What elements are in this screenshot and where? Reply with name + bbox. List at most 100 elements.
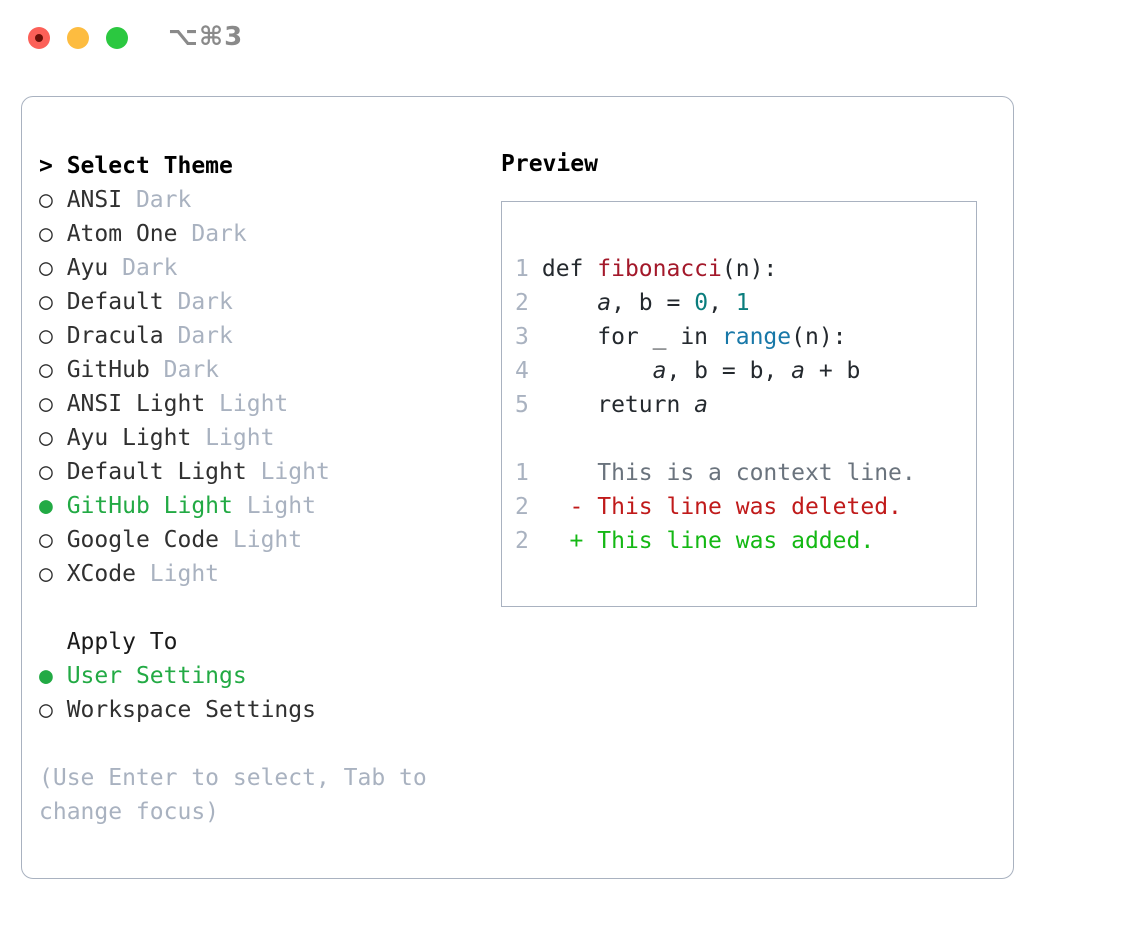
radio-selected-icon: ● (39, 493, 53, 519)
radio-selected-icon: ● (39, 663, 53, 689)
hint-spacer (39, 727, 489, 761)
diff-line-number: 2 (515, 528, 529, 554)
select-theme-heading: > Select Theme (39, 149, 489, 183)
theme-list-item[interactable]: ○ Atom One Dark (39, 217, 489, 251)
diff-line-number: 2 (515, 494, 529, 520)
diff-sample-block: 1 This is a context line. 2 - This line w… (515, 456, 970, 558)
diff-marker (528, 460, 597, 486)
theme-variant-tag: Dark (191, 221, 247, 247)
code-token-plain: (n): (721, 256, 778, 282)
theme-name-label: Google Code (52, 527, 233, 553)
theme-list-item[interactable]: ○ GitHub Dark (39, 353, 489, 387)
code-line-number: 2 (515, 290, 529, 316)
theme-name-label: ANSI Light (52, 391, 220, 417)
code-line: 2 a, b = 0, 1 (515, 286, 970, 320)
theme-name-label: Default (52, 289, 178, 315)
theme-variant-tag: Light (260, 459, 330, 485)
theme-list-item[interactable]: ○ XCode Light (39, 557, 489, 591)
code-token-var: a (694, 392, 709, 418)
theme-variant-tag: Light (246, 493, 316, 519)
close-button[interactable] (28, 27, 50, 49)
radio-unselected-icon: ○ (39, 561, 53, 587)
theme-name-label: XCode (52, 561, 150, 587)
theme-name-label: Dracula (52, 323, 178, 349)
zoom-button[interactable] (106, 27, 128, 49)
theme-list[interactable]: ○ ANSI Dark○ Atom One Dark○ Ayu Dark○ De… (39, 183, 489, 591)
code-token-kw: range (721, 324, 792, 350)
theme-list-item[interactable]: ○ ANSI Dark (39, 183, 489, 217)
code-token-var: a (597, 290, 612, 316)
theme-name-label: Atom One (52, 221, 192, 247)
window-controls (28, 27, 128, 49)
code-diff-spacer (515, 422, 970, 456)
keyboard-shortcut-label: ⌥⌘3 (168, 22, 244, 52)
apply-to-option[interactable]: ● User Settings (39, 659, 489, 693)
theme-name-label: GitHub Light (52, 493, 247, 519)
code-token-plain: (n): (791, 324, 847, 350)
code-token-plain: , (708, 290, 736, 316)
diff-line-text: This is a context line. (597, 460, 916, 486)
theme-list-item[interactable]: ○ Ayu Light Light (39, 421, 489, 455)
theme-list-item[interactable]: ○ Ayu Dark (39, 251, 489, 285)
theme-variant-tag: Light (205, 425, 275, 451)
code-token-fn: fibonacci (597, 256, 722, 282)
preview-heading: Preview (501, 151, 598, 177)
minimize-button[interactable] (67, 27, 89, 49)
theme-list-item[interactable]: ○ Google Code Light (39, 523, 489, 557)
radio-unselected-icon: ○ (39, 289, 53, 315)
theme-list-item[interactable]: ○ Default Light Light (39, 455, 489, 489)
theme-variant-tag: Light (219, 391, 289, 417)
theme-variant-tag: Light (149, 561, 220, 587)
code-line: 4 a, b = b, a + b (515, 354, 970, 388)
apply-to-option[interactable]: ○ Workspace Settings (39, 693, 489, 727)
code-line: 5 return a (515, 388, 970, 422)
radio-unselected-icon: ○ (39, 425, 53, 451)
radio-unselected-icon: ○ (39, 459, 53, 485)
theme-variant-tag: Dark (122, 255, 178, 281)
theme-name-label: Ayu (52, 255, 123, 281)
theme-list-item[interactable]: ○ Dracula Dark (39, 319, 489, 353)
theme-variant-tag: Light (232, 527, 303, 553)
theme-variant-tag: Dark (163, 357, 220, 383)
radio-unselected-icon: ○ (39, 221, 53, 247)
theme-list-item[interactable]: ○ Default Dark (39, 285, 489, 319)
theme-list-item[interactable]: ● GitHub Light Light (39, 489, 489, 523)
code-line-number: 5 (515, 392, 529, 418)
code-line: 3 for _ in range(n): (515, 320, 970, 354)
radio-unselected-icon: ○ (39, 255, 53, 281)
theme-name-label: Ayu Light (52, 425, 206, 451)
theme-variant-tag: Dark (177, 289, 233, 315)
code-line-number: 1 (515, 256, 529, 282)
diff-line-number: 1 (515, 460, 529, 486)
apply-to-list[interactable]: ● User Settings○ Workspace Settings (39, 659, 489, 727)
select-theme-prompt-prefix: > (39, 153, 67, 179)
code-line-number: 3 (515, 324, 529, 350)
code-token-num: 1 (735, 290, 750, 316)
diff-marker: + (528, 528, 598, 554)
code-line: 1 def fibonacci(n): (515, 252, 970, 286)
preview-column: Preview 1 def fibonacci(n):2 a, b = 0, 1… (501, 149, 1001, 607)
title-bar: ⌥⌘3 (0, 0, 1140, 78)
theme-list-item[interactable]: ○ ANSI Light Light (39, 387, 489, 421)
code-token-plain: return (528, 392, 695, 418)
radio-unselected-icon: ○ (39, 697, 53, 723)
code-token-var: a (791, 358, 805, 384)
theme-picker-panel: > Select Theme ○ ANSI Dark○ Atom One Dar… (21, 96, 1014, 879)
diff-line: 2 - This line was deleted. (515, 490, 970, 524)
radio-unselected-icon: ○ (39, 323, 53, 349)
diff-marker: - (528, 494, 598, 520)
radio-unselected-icon: ○ (39, 357, 53, 383)
theme-name-label: ANSI (52, 187, 136, 213)
diff-line-text: This line was deleted. (597, 494, 902, 520)
code-token-plain: , b = (611, 290, 695, 316)
diff-line: 2 + This line was added. (515, 524, 970, 558)
code-token-plain: , b = b, (666, 358, 792, 384)
keyboard-hint-text: (Use Enter to select, Tab to change focu… (39, 765, 441, 825)
theme-variant-tag: Dark (177, 323, 233, 349)
code-token-plain (528, 358, 653, 384)
apply-to-label: Workspace Settings (52, 697, 316, 723)
